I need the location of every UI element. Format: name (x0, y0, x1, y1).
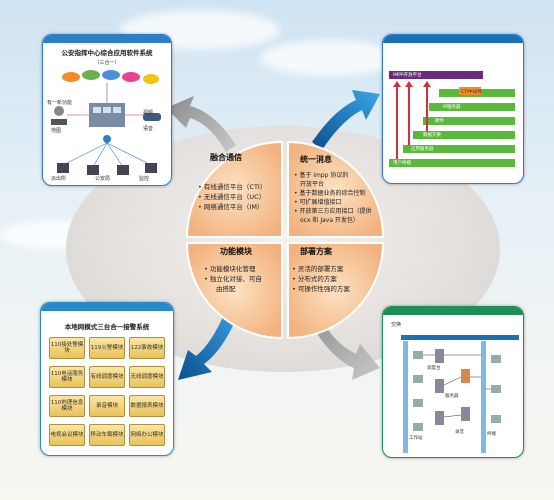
q1-items: • 有线通信平台（CTI） • 无线通信平台（UC） • 网络通信平台（IM） (198, 182, 266, 212)
node-label: 录音 (455, 430, 464, 435)
q2-item: • 基于 impp 协议的 (294, 172, 349, 179)
module-cell: 119火警模块 (89, 337, 125, 359)
q3-items: • 功能模块化管理 • 独立化对接、可自 由搭配 (204, 264, 262, 294)
network-header: 交换 (391, 322, 402, 328)
layer-label: 硬件 (435, 119, 444, 124)
module-cell: 110地理信息模块 (49, 395, 85, 417)
q4-item: • 可操作性强的方案 (292, 285, 350, 293)
layer-label: 数据交换 (423, 133, 441, 138)
quadrant-top-right (287, 140, 385, 238)
q1-item: • 无线通信平台（UC） (198, 193, 266, 201)
node-label: 工作站 (409, 436, 423, 441)
panel-title: 本地网模式三台合一接警系统 (64, 323, 150, 331)
module-cell: 有线调度模块 (89, 366, 125, 388)
quadrant-bottom-right (287, 242, 385, 340)
quadrant-top-left (185, 140, 283, 238)
q3-item: • 独立化对接、可自 (204, 275, 262, 283)
q1-title: 融合通信 (210, 153, 242, 162)
q4-title: 部署方案 (300, 247, 332, 256)
module-cell: 移动车载模块 (89, 424, 125, 446)
layer-label: 用户终端 (393, 161, 411, 166)
arrow-top-left (166, 96, 236, 152)
layer-label: CTI中间件 (461, 90, 482, 95)
layer-diagram (389, 71, 515, 167)
q4-items: • 灵活的部署方案 • 分布式的方案 • 可操作性强的方案 (292, 264, 350, 294)
panel-subtitle: （三合一） (94, 60, 120, 66)
deployment-diagram (401, 335, 519, 453)
q4-item: • 分布式的方案 (292, 275, 337, 283)
q2-item: ocx 和 Java 开发包） (300, 217, 359, 224)
layer-label: 应用服务器 (411, 147, 434, 152)
panel-title: 公安指挥中心综合应用软件系统 (61, 49, 153, 57)
network-diagram (51, 70, 161, 175)
module-cell: 无线调度模块 (129, 366, 165, 388)
quadrant-bottom-left (185, 242, 283, 340)
q2-item: • 可扩展增值接口 (294, 199, 342, 206)
panel-architecture: IMPP开放平台 CTI中间件 IP服务器 硬件 数据交换 应用服务器 用户终端 (382, 34, 524, 184)
layer-label: IMPP开放平台 (393, 73, 422, 78)
q1-item: • 有线通信平台（CTI） (198, 183, 267, 191)
q2-items: • 基于 impp 协议的 开放平台 • 基于数据业务的综合控制 • 可扩展增值… (294, 171, 371, 225)
layer-label: IP服务器 (443, 105, 461, 110)
q3-item: 由搭配 (216, 285, 236, 293)
module-cell: 110电话服务模块 (49, 366, 85, 388)
module-cell: 网络办公模块 (129, 424, 165, 446)
node-label: 地图 (51, 128, 62, 134)
module-cell: 录音模块 (89, 395, 125, 417)
node-label: 公安局 (95, 176, 111, 182)
node-label: 语音 (143, 126, 154, 132)
module-cell: 110接处警模块 (49, 337, 85, 359)
node-label: 派出所 (51, 176, 67, 182)
q2-item: • 开放第三方应用接口（提供 (294, 208, 372, 215)
node-label: 终端 (487, 432, 496, 437)
module-grid: 110接处警模块 119火警模块 122事故模块 110电话服务模块 有线调度模… (49, 337, 165, 446)
module-cell: 122事故模块 (129, 337, 165, 359)
q2-item: 开放平台 (300, 181, 325, 188)
node-label: 视频 (143, 110, 154, 116)
q2-item: • 基于数据业务的综合控制 (294, 190, 366, 197)
q3-item: • 功能模块化管理 (204, 265, 256, 273)
q2-title: 统一消息 (300, 155, 332, 164)
node-label: 监控 (139, 176, 150, 182)
panel-alarm-system: 本地网模式三台合一接警系统 110接处警模块 119火警模块 122事故模块 1… (40, 302, 174, 456)
node-label: 调度台 (427, 366, 441, 371)
node-label: 服务器 (445, 394, 459, 399)
panel-command-system: 公安指挥中心综合应用软件系统 （三合一） 有一新功能 地图 视频 语音 派出所 … (42, 34, 172, 186)
node-label: 有一新功能 (47, 100, 73, 106)
cloud (260, 40, 400, 76)
module-cell: 电视会议模块 (49, 424, 85, 446)
q1-item: • 网络通信平台（IM） (198, 203, 264, 211)
panel-deployment: 交换 调度台 服务器 工作站 录音 终端 (382, 306, 524, 458)
module-cell: 数据报表模块 (129, 395, 165, 417)
arrow-top-right (312, 90, 380, 150)
q4-item: • 灵活的部署方案 (292, 265, 344, 273)
q3-title: 功能模块 (220, 247, 252, 256)
